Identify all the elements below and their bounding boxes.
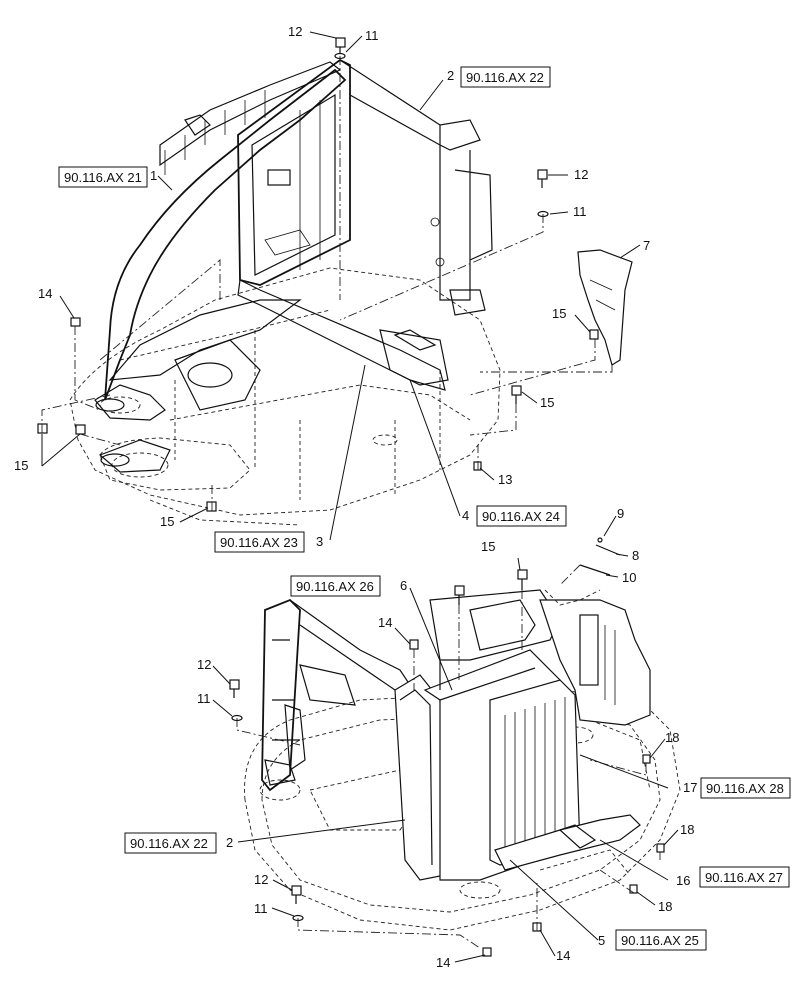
bolt-18-c [629,884,638,894]
reference-box: 90.116.AX 26 [290,575,381,597]
reference-box: 90.116.AX 23 [214,531,305,553]
reference-box: 90.116.AX 24 [476,505,567,527]
reference-label: 90.116.AX 27 [705,870,783,885]
reference-label: 90.116.AX 24 [482,509,560,524]
bolt-13 [473,461,482,471]
callout-7: 7 [643,238,650,253]
reference-label: 90.116.AX 28 [706,781,784,796]
bolt-18-b [656,843,665,853]
callout-9: 9 [617,506,624,521]
callout-11: 11 [197,691,211,706]
callout-14: 14 [436,955,450,970]
callout-15: 15 [552,306,566,321]
callout-14: 14 [378,615,392,630]
callout-1: 1 [150,168,157,183]
reference-box: 90.116.AX 21 [58,166,148,188]
callout-18: 18 [658,899,672,914]
callout-8: 8 [632,548,639,563]
bolt-18-a [642,754,651,764]
callout-4: 4 [462,508,469,523]
callout-14: 14 [38,286,52,301]
reference-label: 90.116.AX 22 [466,70,544,85]
callout-15: 15 [160,514,174,529]
bolt-15-left-a [37,423,48,434]
callout-12: 12 [197,657,211,672]
bolt-15-right [511,385,522,404]
callout-18: 18 [665,730,679,745]
bolt-15-bottom [206,501,217,512]
upper-frame-assembly [37,37,633,526]
reference-box: 90.116.AX 25 [615,929,707,951]
lower-cooling-assembly [229,537,681,957]
callout-10: 10 [622,570,636,585]
bolt-14-upper [70,317,81,327]
reference-label: 90.116.AX 25 [621,933,699,948]
callout-12: 12 [254,872,268,887]
bolt-12-lower-left [229,679,240,698]
reference-label: 90.116.AX 26 [296,579,374,594]
callout-12: 12 [288,24,302,39]
callout-13: 13 [498,472,512,487]
bolt-15-lower [517,569,528,590]
reference-label: 90.116.AX 21 [64,170,142,185]
callout-15: 15 [481,539,495,554]
callout-3: 3 [316,534,323,549]
callout-numbers: 12 11 2 1 12 11 7 14 15 15 15 13 15 4 3 … [14,24,697,970]
bolt-15-left-b [75,424,86,435]
callout-11: 11 [365,28,379,43]
callout-14: 14 [556,948,570,963]
bolt-14-lower-top [454,585,465,605]
reference-box: 90.116.AX 28 [700,777,791,799]
callout-15: 15 [540,395,554,410]
reference-box: 90.116.AX 27 [699,866,790,888]
bolt-15-bracket [589,329,599,340]
bolt-12-lower-bottom [291,885,302,904]
callout-11: 11 [254,901,268,916]
reference-label: 90.116.AX 22 [130,836,208,851]
callout-17: 17 [683,780,697,795]
leader-lines [41,31,679,963]
reference-box: 90.116.AX 22 [460,66,551,88]
bolt-14-lower-left [409,639,419,650]
callout-12: 12 [574,167,588,182]
pin-8-9-10 [579,537,621,576]
callout-15: 15 [14,458,28,473]
callout-16: 16 [676,873,690,888]
reference-boxes: 90.116.AX 22 90.116.AX 21 90.116.AX 24 9… [58,66,791,951]
callout-5: 5 [598,933,605,948]
reference-box: 90.116.AX 22 [124,832,217,854]
callout-11: 11 [573,204,587,219]
bolt-12-right [537,169,548,188]
bolt-14-bottom-a [482,947,492,957]
callout-18: 18 [680,822,694,837]
reference-label: 90.116.AX 23 [220,535,298,550]
callout-2: 2 [447,68,454,83]
callout-2: 2 [226,835,233,850]
callout-6: 6 [400,578,407,593]
